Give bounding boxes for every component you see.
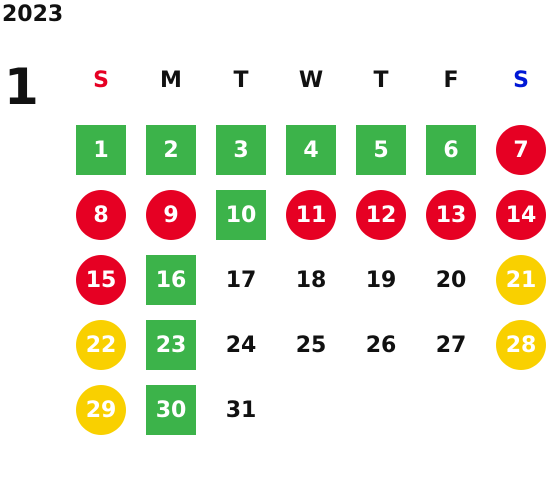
day-cell: 20 <box>435 267 467 293</box>
day-cell: 4 <box>286 125 336 175</box>
day-cell: 14 <box>496 190 546 240</box>
year-label: 2023 <box>2 2 64 27</box>
day-cell: 24 <box>225 332 257 358</box>
day-cell: 31 <box>225 397 257 423</box>
weekday-header: M <box>160 68 182 93</box>
day-cell: 29 <box>76 385 126 435</box>
day-cell: 9 <box>146 190 196 240</box>
weekday-header: T <box>373 68 389 93</box>
day-cell: 16 <box>146 255 196 305</box>
weekday-header: F <box>443 68 459 93</box>
weekday-header: S <box>513 68 529 93</box>
day-cell: 3 <box>216 125 266 175</box>
day-cell: 10 <box>216 190 266 240</box>
day-cell: 18 <box>295 267 327 293</box>
day-cell: 13 <box>426 190 476 240</box>
day-cell: 8 <box>76 190 126 240</box>
month-label: 1 <box>4 58 39 116</box>
day-cell: 2 <box>146 125 196 175</box>
day-cell: 6 <box>426 125 476 175</box>
day-cell: 26 <box>365 332 397 358</box>
day-cell: 17 <box>225 267 257 293</box>
day-cell: 23 <box>146 320 196 370</box>
day-cell: 28 <box>496 320 546 370</box>
day-cell: 21 <box>496 255 546 305</box>
weekday-header: T <box>233 68 249 93</box>
day-cell: 25 <box>295 332 327 358</box>
day-cell: 7 <box>496 125 546 175</box>
day-cell: 1 <box>76 125 126 175</box>
day-cell: 27 <box>435 332 467 358</box>
day-cell: 12 <box>356 190 406 240</box>
day-cell: 30 <box>146 385 196 435</box>
day-cell: 11 <box>286 190 336 240</box>
day-cell: 15 <box>76 255 126 305</box>
day-cell: 19 <box>365 267 397 293</box>
weekday-header: S <box>93 68 109 93</box>
day-cell: 22 <box>76 320 126 370</box>
day-cell: 5 <box>356 125 406 175</box>
weekday-header: W <box>298 68 324 93</box>
